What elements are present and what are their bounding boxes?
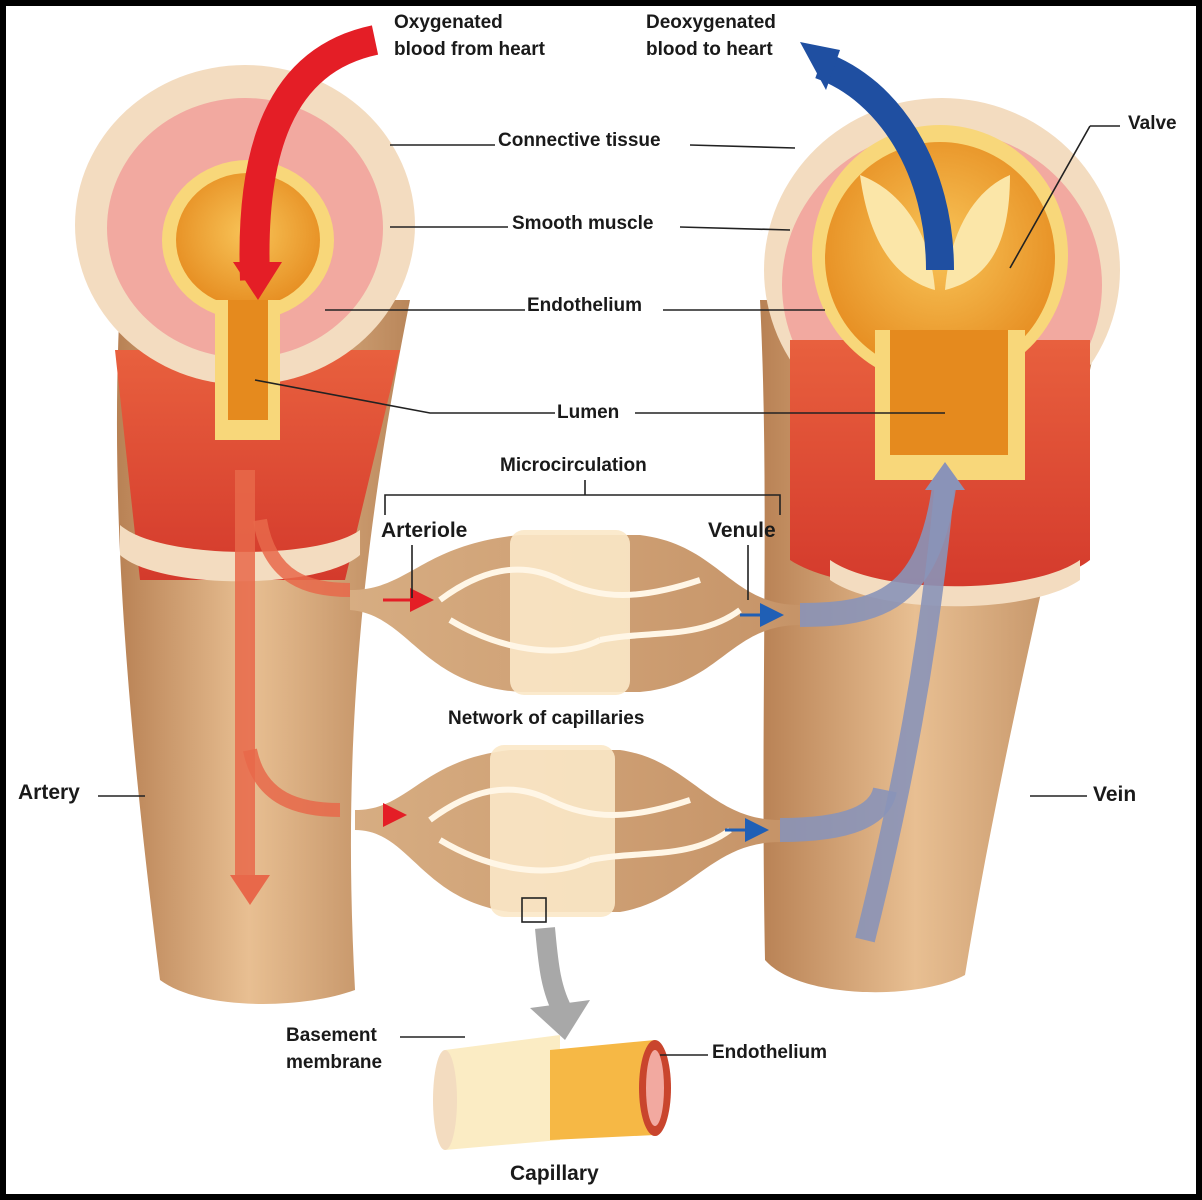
label-basement-line2: membrane: [286, 1052, 382, 1073]
label-artery: Artery: [18, 781, 80, 804]
label-venule: Venule: [708, 519, 776, 542]
zoom-arrow: [535, 927, 574, 1021]
label-oxygenated-line1: Oxygenated: [394, 12, 503, 33]
blood-vessel-diagram: Oxygenated blood from heart Deoxygenated…: [18, 12, 1177, 1185]
capillary-network-top: [350, 530, 800, 695]
capillary-zoom-box: [521, 897, 547, 923]
label-network-of-capillaries: Network of capillaries: [448, 708, 644, 729]
capillary-detail: [433, 1035, 671, 1150]
valve-flap-left: [860, 175, 935, 290]
label-lumen: Lumen: [557, 402, 619, 423]
capillary-network-bottom: [355, 745, 780, 923]
label-endothelium-top: Endothelium: [527, 295, 642, 316]
label-oxygenated-line2: blood from heart: [394, 39, 546, 60]
label-basement-line1: Basement: [286, 1025, 377, 1046]
label-valve: Valve: [1128, 113, 1177, 134]
label-microcirculation: Microcirculation: [500, 455, 647, 476]
label-capillary: Capillary: [510, 1162, 599, 1185]
deoxygenated-arrow: [814, 51, 954, 271]
label-endothelium-bottom: Endothelium: [712, 1042, 827, 1063]
diagram-frame: Oxygenated blood from heart Deoxygenated…: [6, 6, 1196, 1194]
label-smooth-muscle: Smooth muscle: [512, 213, 653, 234]
valve-flap-right: [945, 175, 1010, 290]
label-connective-tissue: Connective tissue: [498, 130, 661, 151]
oxygenated-arrow: [239, 25, 379, 281]
label-arteriole: Arteriole: [381, 519, 467, 542]
label-deoxygenated-line2: blood to heart: [646, 39, 773, 60]
label-vein: Vein: [1093, 783, 1136, 806]
label-deoxygenated-line1: Deoxygenated: [646, 12, 776, 33]
leader-lines: [98, 125, 1120, 1056]
